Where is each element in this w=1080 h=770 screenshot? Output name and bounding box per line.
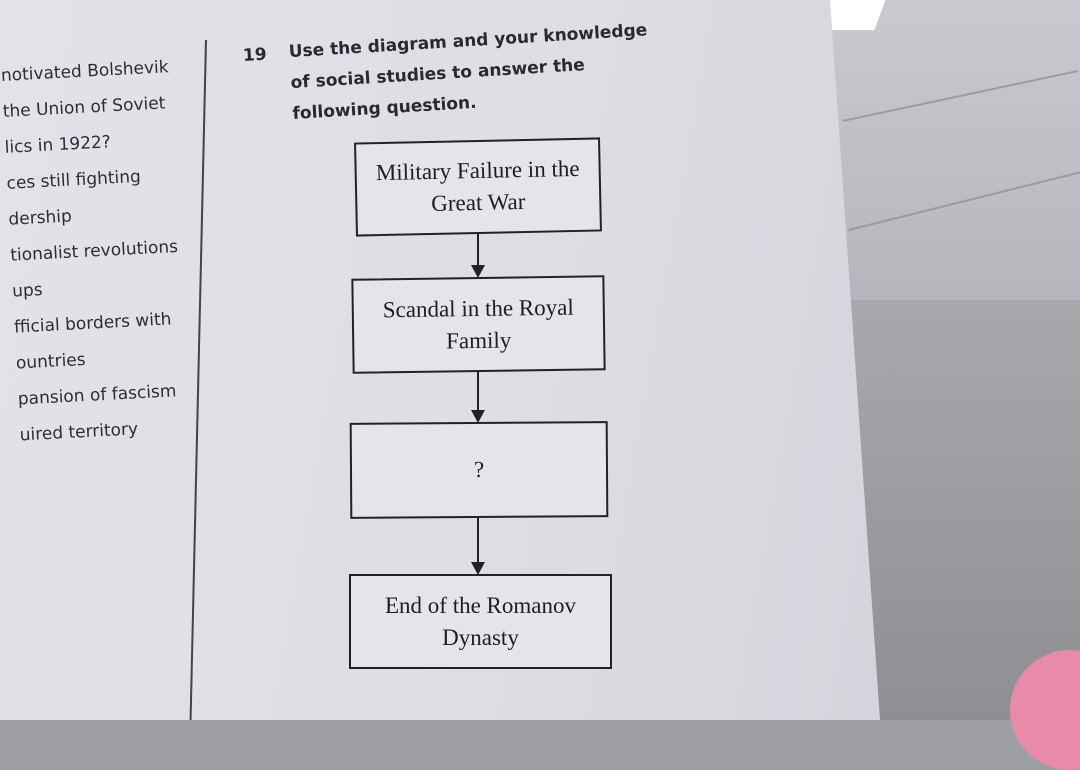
column-divider — [189, 39, 207, 720]
arrow-down-icon — [471, 518, 485, 575]
question-number: 19 — [242, 44, 268, 66]
arrow-down-icon — [471, 234, 485, 278]
document-page: notivated Bolshevik the Union of Soviet … — [0, 0, 880, 720]
flow-box-royal-scandal: Scandal in the Royal Family — [351, 275, 606, 374]
text-line: uired territory — [19, 419, 139, 446]
question-text: Use the diagram and your knowledge of so… — [288, 20, 648, 125]
flow-box-military-failure: Military Failure in the Great War — [354, 137, 602, 237]
flow-box-unknown: ? — [349, 421, 609, 519]
arrow-down-icon — [471, 372, 485, 423]
ceiling — [820, 0, 1080, 330]
wall — [840, 300, 1080, 720]
previous-question-options: notivated Bolshevik the Union of Soviet … — [0, 49, 188, 453]
flow-box-end-romanov: End of the Romanov Dynasty — [349, 574, 612, 669]
